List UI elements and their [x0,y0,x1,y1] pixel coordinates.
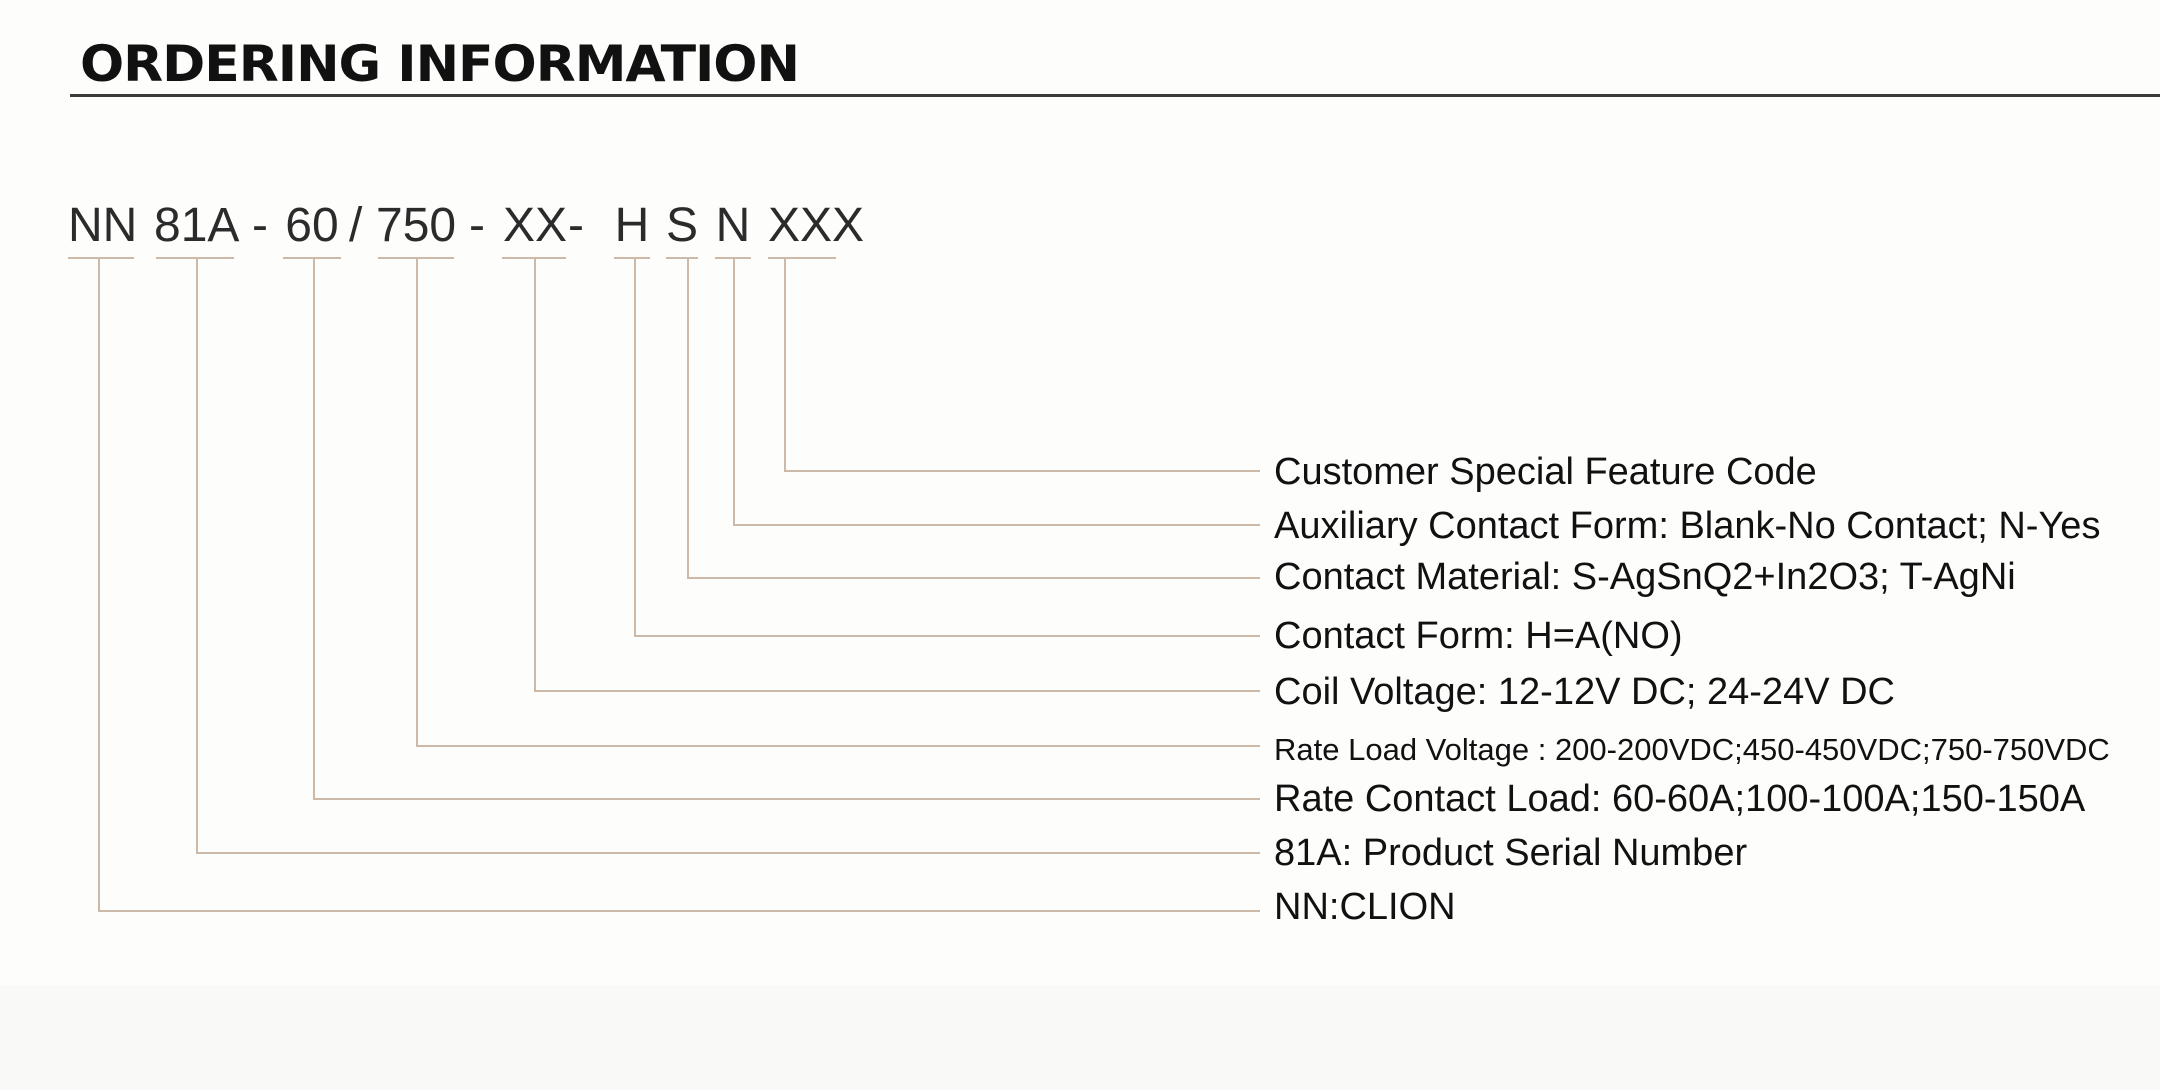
segment-underline [378,257,454,259]
connector-line [784,470,1260,472]
desc-contact-material: Contact Material: S-AgSnQ2+In2O3; T-AgNi [1274,556,2016,598]
code-segment-contact-material: S [666,199,699,252]
code-segment-contact-load: 60 [285,199,339,252]
connector-line [98,910,1260,912]
code-separator: - [568,199,584,252]
connector-line [98,259,100,912]
connector-line [733,259,735,526]
connector-line [534,259,536,692]
segment-underline [768,257,836,259]
connector-line [196,852,1260,854]
desc-contact-load: Rate Contact Load: 60-60A;100-100A;150-1… [1274,778,2086,820]
desc-serial-number: 81A: Product Serial Number [1274,832,1748,874]
segment-underline [666,257,698,259]
code-separator: / [349,199,363,252]
title-divider [70,94,2160,97]
connector-line [416,259,418,747]
connector-line [687,259,689,579]
connector-line [634,635,1260,637]
connector-line [416,745,1260,747]
code-segment-coil-voltage: XX [502,199,568,252]
connector-line [313,259,315,800]
desc-special-feature: Customer Special Feature Code [1274,451,1817,493]
code-segment-auxiliary-contact: N [715,199,751,252]
connector-line [196,259,198,854]
desc-load-voltage: Rate Load Voltage : 200-200VDC;450-450VD… [1274,732,2110,767]
connector-line [733,524,1260,526]
segment-underline [614,257,650,259]
segment-underline [156,257,234,259]
connector-line [687,577,1260,579]
connector-line [784,259,786,472]
code-segment-special-feature: XXX [768,199,865,252]
code-separator: - [469,199,485,252]
segment-underline [715,257,751,259]
connector-line [634,259,636,637]
connector-line [313,798,1260,800]
code-separator: - [252,199,268,252]
code-segment-load-voltage: 750 [376,199,457,252]
desc-coil-voltage: Coil Voltage: 12-12V DC; 24-24V DC [1274,671,1895,713]
page-title: ORDERING INFORMATION [80,35,800,93]
desc-contact-form: Contact Form: H=A(NO) [1274,615,1683,657]
bottom-band [0,985,2160,1090]
segment-underline [68,257,134,259]
segment-underline [502,257,566,259]
connector-line [534,690,1260,692]
desc-auxiliary-contact: Auxiliary Contact Form: Blank-No Contact… [1274,505,2101,547]
desc-brand: NN:CLION [1274,886,1456,928]
code-segment-nn: NN [68,199,138,252]
code-segment-series: 81A [154,199,240,252]
segment-underline [283,257,341,259]
code-segment-contact-form: H [614,199,650,252]
